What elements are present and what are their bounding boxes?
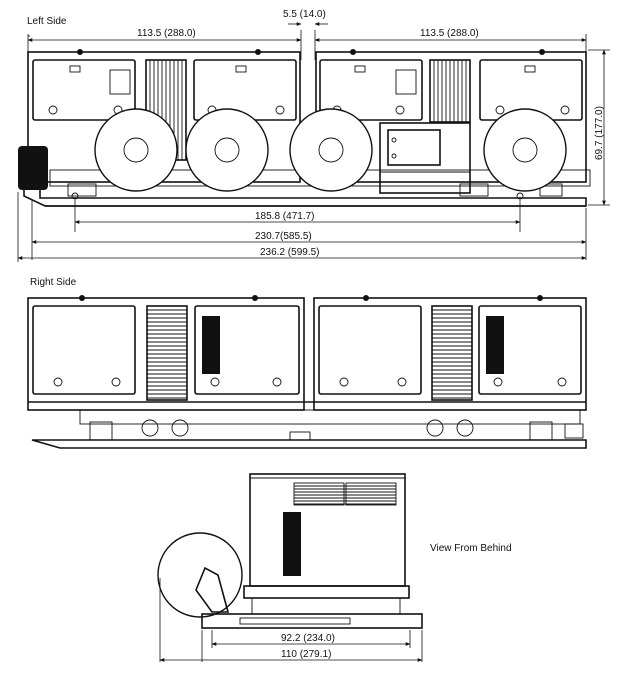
rear-overall-width-label: 110 (279.1) xyxy=(281,649,331,660)
module-gap-label: 5.5 (14.0) xyxy=(283,9,326,20)
right-side-right-module xyxy=(313,295,587,411)
rear-trailer-frame xyxy=(201,585,423,629)
rear-cable-reel xyxy=(157,532,243,618)
left-cable-reel-4 xyxy=(483,108,567,192)
overall-length-label: 236.2 (599.5) xyxy=(260,247,320,258)
left-cable-reel-3 xyxy=(289,108,373,192)
axle-span-label: 185.8 (471.7) xyxy=(255,211,315,222)
right-side-left-module xyxy=(27,295,305,411)
right-module-vent-slats xyxy=(433,60,467,122)
rear-vent-slats xyxy=(294,485,396,505)
rear-inner-width-label: 92.2 (234.0) xyxy=(281,633,335,644)
right-side-trailer xyxy=(28,401,587,449)
right-side-view: Right Side xyxy=(27,277,587,449)
left-side-title: Left Side xyxy=(27,16,67,27)
right-module-length-label: 113.5 (288.0) xyxy=(420,28,479,39)
left-cable-reel-2 xyxy=(185,108,269,192)
trailer-length-label: 230.7(585.5) xyxy=(255,231,312,242)
rear-dimensions xyxy=(159,578,423,662)
top-dimensions xyxy=(27,22,587,60)
height-label: 69.7 (177.0) xyxy=(594,106,605,160)
rear-module-housing xyxy=(249,473,406,587)
bottom-dimensions xyxy=(17,192,587,262)
right-side-vent-slats-b xyxy=(432,309,472,399)
left-module xyxy=(27,49,301,183)
rear-view-title: View From Behind xyxy=(430,543,512,554)
left-cable-reel-1 xyxy=(94,108,178,192)
rear-view: View From Behind 92.2 ( xyxy=(157,473,512,662)
left-module-length-label: 113.5 (288.0) xyxy=(137,28,196,39)
right-side-vent-slats-a xyxy=(147,309,187,399)
left-side-view: Left Side 113.5 (288.0) 5.5 (14.0) 113.5… xyxy=(17,9,610,262)
right-side-title: Right Side xyxy=(30,277,77,288)
